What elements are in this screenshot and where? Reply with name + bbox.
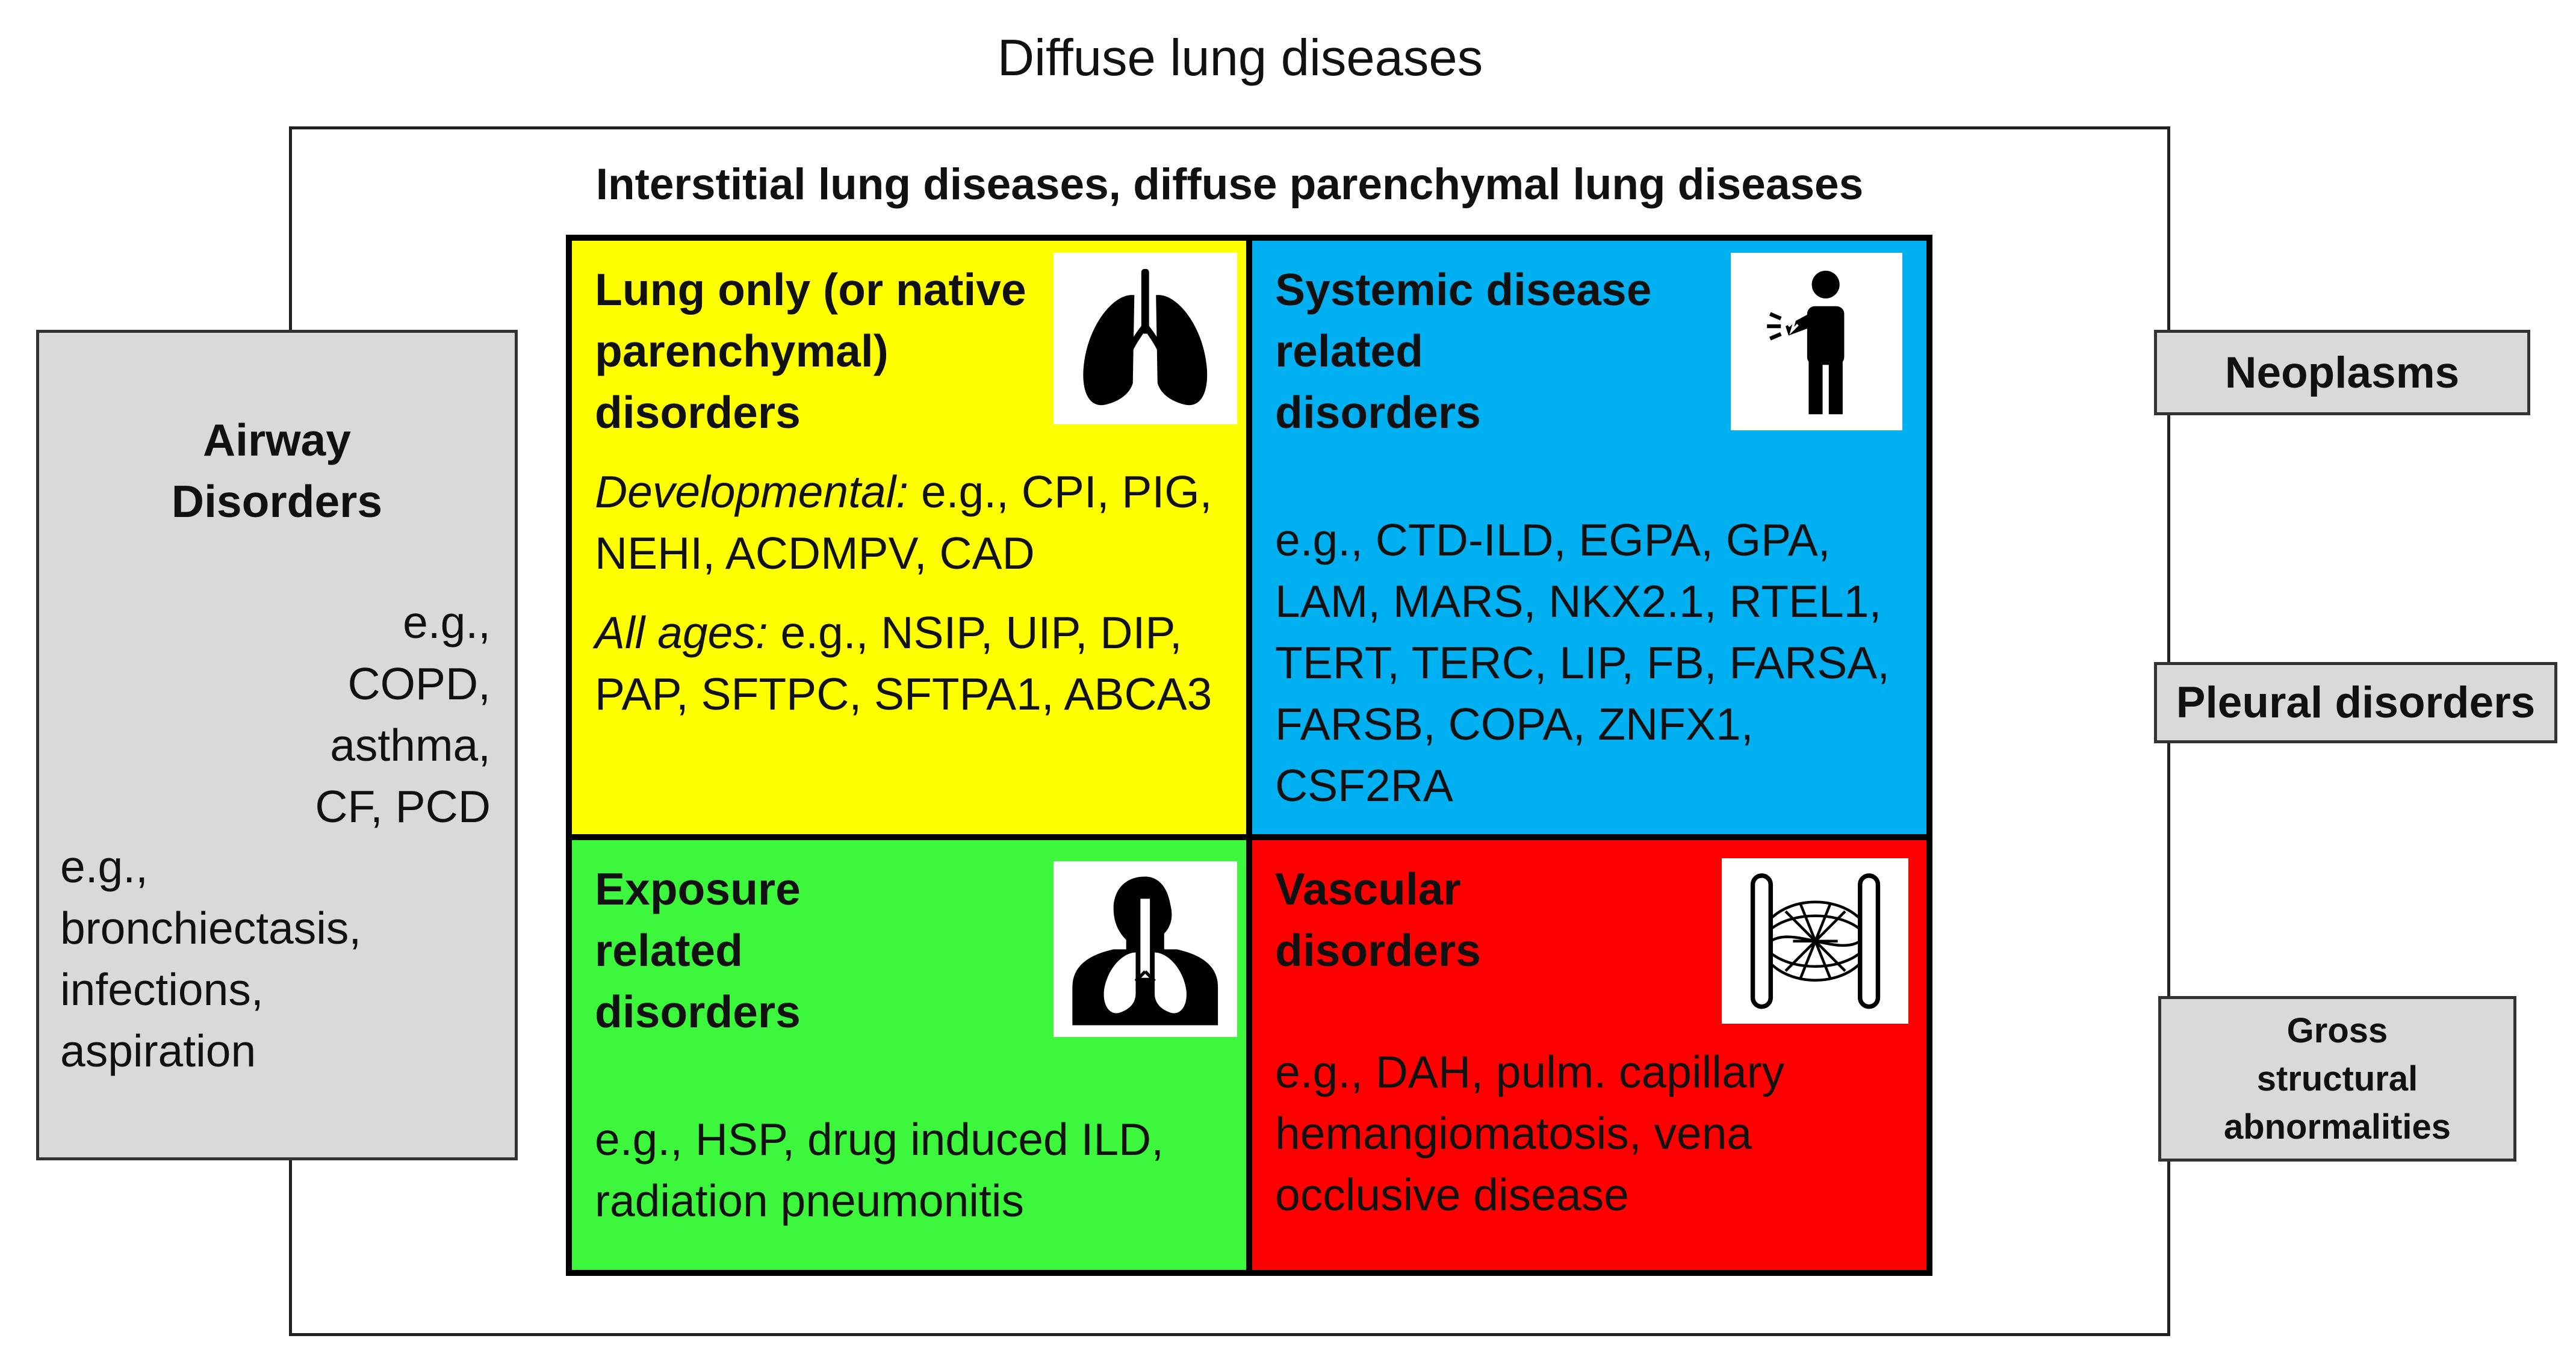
quadrant-body: e.g., HSP, drug induced ILD, radiation p… [595, 1114, 1164, 1226]
developmental-examples: Developmental: e.g., CPI, PIG, NEHI, ACD… [595, 466, 1212, 578]
gross-structural-box: Gross structural abnormalities [2158, 996, 2516, 1162]
quadrant-body: Developmental: e.g., CPI, PIG, NEHI, ACD… [595, 461, 1221, 725]
respiratory-system-icon [1054, 861, 1237, 1037]
pleural-disorders-box: Pleural disorders [2154, 662, 2557, 743]
airway-examples-right: e.g., COPD, asthma, CF, PCD [315, 597, 491, 832]
quadrant-vascular: Vascular disorders e.g., DAH, pulm. capi… [1252, 840, 1926, 1270]
neoplasms-label: Neoplasms [2224, 348, 2460, 397]
neoplasms-box: Neoplasms [2154, 330, 2530, 415]
all-ages-examples: All ages: e.g., NSIP, UIP, DIP, PAP, SFT… [595, 607, 1212, 719]
quadrant-exposure: Exposure related disorders e.g., HSP, dr… [572, 840, 1246, 1270]
quadrant-body: e.g., DAH, pulm. capillary hemangiomatos… [1275, 1047, 1785, 1220]
quadrant-title: Vascular disorders [1275, 864, 1481, 976]
capillary-network-icon [1722, 858, 1908, 1024]
airway-disorders-box: Airway Disorders e.g., COPD, asthma, CF,… [36, 330, 518, 1160]
airway-title: Airway Disorders [171, 415, 383, 527]
quadrant-lung-only: Lung only (or native parenchymal) disord… [572, 241, 1246, 834]
gross-structural-label: Gross structural abnormalities [2223, 1010, 2451, 1147]
lungs-icon [1054, 253, 1237, 424]
quadrant-title: Exposure related disorders [595, 864, 801, 1037]
diagram-title: Diffuse lung diseases [997, 29, 1483, 87]
person-pain-icon [1731, 253, 1902, 430]
airway-examples-left: e.g., bronchiectasis, infections, aspira… [60, 841, 362, 1076]
quadrant-title: Systemic disease related disorders [1275, 264, 1652, 438]
quadrant-grid: Lung only (or native parenchymal) disord… [566, 235, 1932, 1276]
pleural-label: Pleural disorders [2176, 678, 2536, 727]
quadrant-body: e.g., CTD-ILD, EGPA, GPA, LAM, MARS, NKX… [1275, 515, 1890, 811]
ild-title: Interstitial lung diseases, diffuse pare… [595, 160, 1864, 209]
quadrant-title: Lung only (or native parenchymal) disord… [595, 264, 1026, 438]
quadrant-systemic: Systemic disease related disorders e.g.,… [1252, 241, 1926, 834]
